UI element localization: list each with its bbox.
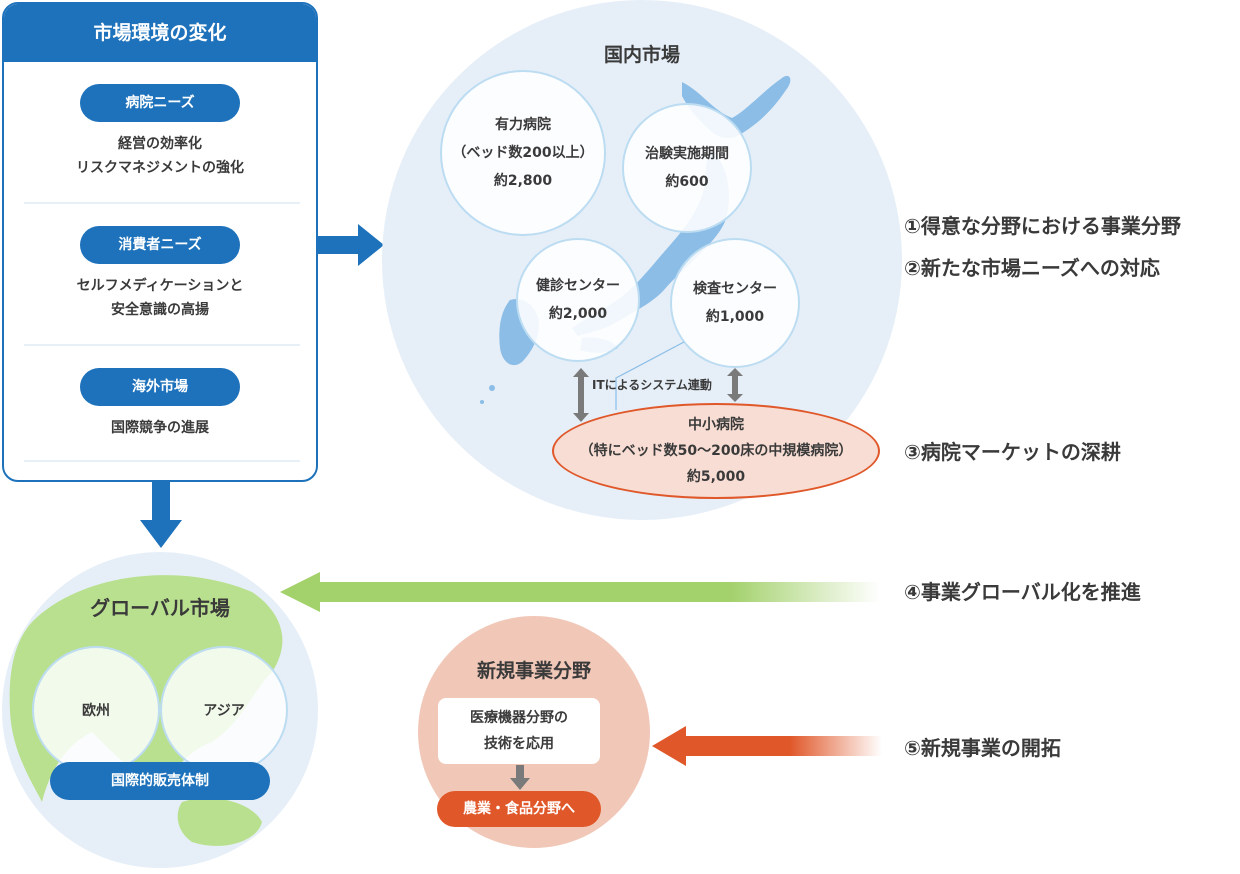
arrow-down-icon	[510, 765, 530, 790]
divider	[24, 202, 300, 204]
new-business-title: 新規事業分野	[476, 660, 591, 682]
bubble-label: 治験実施期間	[645, 146, 729, 162]
divider	[24, 460, 300, 462]
market-change-panel: 市場環境の変化 病院ニーズ 経営の効率化 リスクマネジメントの強化 消費者ニーズ…	[2, 2, 318, 482]
region-label: 欧州	[82, 703, 110, 719]
double-arrow-icon	[573, 368, 589, 422]
strategy-3: ③病院マーケットの深耕	[904, 440, 1121, 464]
bubble-label: 検査センター	[693, 281, 777, 297]
overseas-market-badge: 海外市場	[80, 368, 240, 406]
hospital-needs-badge: 病院ニーズ	[80, 84, 240, 122]
bubble-clinical-trials: 治験実施期間 約600	[622, 103, 752, 233]
ellipse-detail: （特にベッド数50〜200床の中規模病院）	[579, 443, 853, 459]
it-link-label: ITによるシステム連動	[592, 378, 712, 392]
arrow-down-icon	[140, 482, 182, 548]
agriculture-food-badge: 農業・食品分野へ	[437, 791, 601, 827]
bubble-health-checkup-centers: 健診センター 約2,000	[516, 238, 640, 362]
hospital-needs-text: 経営の効率化 リスクマネジメントの強化	[76, 136, 244, 176]
double-arrow-icon	[727, 368, 743, 402]
section-hospital-needs: 病院ニーズ 経営の効率化 リスクマネジメントの強化	[4, 84, 316, 180]
global-market-title: グローバル市場	[90, 596, 230, 620]
arrow-right-icon	[318, 224, 384, 266]
bubble-count: 約2,000	[548, 306, 608, 322]
small-hospitals-ellipse: 中小病院 （特にベッド数50〜200床の中規模病院） 約5,000	[552, 403, 880, 499]
market-change-title: 市場環境の変化	[4, 4, 316, 62]
bubble-count: 約600	[665, 174, 709, 190]
bubble-label: 健診センター	[536, 278, 620, 294]
bubble-count: 約1,000	[705, 309, 765, 325]
consumer-needs-badge: 消費者ニーズ	[80, 226, 240, 264]
technology-line: 医療機器分野の	[470, 710, 568, 726]
arrow-new-business-icon	[652, 726, 882, 766]
bubble-label: 有力病院	[495, 117, 551, 133]
ellipse-label: 中小病院	[688, 417, 744, 433]
region-label: アジア	[203, 703, 245, 719]
technology-box: 医療機器分野の 技術を応用	[438, 698, 600, 764]
bubble-detail: （ベッド数200以上）	[452, 145, 594, 161]
bubble-major-hospitals: 有力病院 （ベッド数200以上） 約2,800	[440, 70, 606, 236]
section-overseas-market: 海外市場 国際競争の進展	[4, 368, 316, 440]
overseas-market-text: 国際競争の進展	[111, 420, 209, 436]
connector-line	[615, 341, 685, 410]
bubble-inspection-centers: 検査センター 約1,000	[670, 238, 800, 368]
strategy-4: ④事業グローバル化を推進	[904, 580, 1141, 604]
divider	[24, 344, 300, 346]
region-asia: アジア	[160, 646, 288, 774]
section-consumer-needs: 消費者ニーズ セルフメディケーションと 安全意識の高揚	[4, 226, 316, 322]
strategy-1: ①得意な分野における事業分野	[904, 214, 1181, 238]
arrow-globalization-icon	[280, 572, 880, 612]
ellipse-count: 約5,000	[686, 469, 746, 485]
region-europe: 欧州	[32, 646, 160, 774]
consumer-needs-text: セルフメディケーションと 安全意識の高揚	[76, 278, 244, 318]
domestic-market-title: 国内市場	[603, 44, 680, 66]
international-sales-badge: 国際的販売体制	[50, 762, 270, 800]
strategy-2: ②新たな市場ニーズへの対応	[904, 256, 1160, 280]
technology-line: 技術を応用	[484, 736, 554, 752]
strategy-5: ⑤新規事業の開拓	[904, 736, 1061, 760]
bubble-count: 約2,800	[493, 173, 553, 189]
